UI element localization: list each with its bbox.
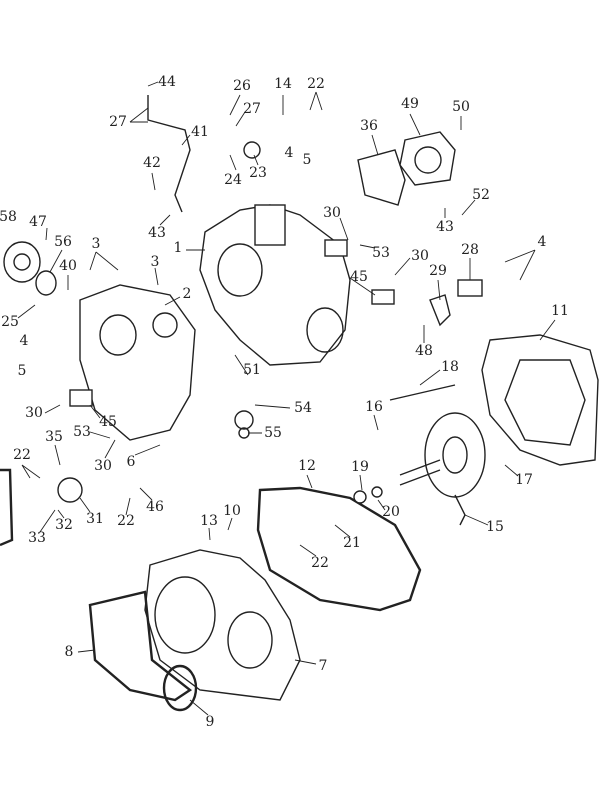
callout-label: 8 xyxy=(65,644,74,660)
callout-label: 7 xyxy=(319,658,328,674)
callout-label: 19 xyxy=(351,459,369,475)
callout-label: 55 xyxy=(264,425,282,441)
plug-part xyxy=(234,410,254,430)
callout-label: 30 xyxy=(94,458,112,474)
o-ring-part xyxy=(35,270,57,296)
callout-label: 3 xyxy=(92,236,101,252)
callout-label: 20 xyxy=(382,504,400,520)
cover-plate-part xyxy=(399,131,456,186)
callout-label: 24 xyxy=(224,172,242,188)
callout-label: 40 xyxy=(59,258,77,274)
callout-label: 15 xyxy=(486,519,504,535)
callout-label: 11 xyxy=(551,303,569,319)
callout-label: 22 xyxy=(117,513,135,529)
callout-label: 43 xyxy=(436,219,454,235)
left-crankcase-part xyxy=(79,284,196,441)
callout-label: 51 xyxy=(243,362,261,378)
callout-label: 36 xyxy=(360,118,378,134)
cover-gasket-part xyxy=(256,486,422,612)
callout-label: 4 xyxy=(538,234,547,250)
callout-label: 35 xyxy=(45,429,63,445)
callout-label: 4 xyxy=(285,145,294,161)
callout-label: 10 xyxy=(223,503,241,519)
callout-label: 5 xyxy=(303,152,312,168)
callout-label: 33 xyxy=(28,530,46,546)
callout-label: 25 xyxy=(1,314,19,330)
callout-label: 43 xyxy=(148,225,166,241)
callout-label: 58 xyxy=(0,209,17,225)
callout-label: 14 xyxy=(274,76,292,92)
callout-label: 17 xyxy=(515,472,533,488)
callout-labels: 44 27 41 26 27 14 22 24 23 42 43 4 5 36 … xyxy=(0,74,569,730)
callout-label: 30 xyxy=(411,248,429,264)
callout-label: 52 xyxy=(472,187,490,203)
callout-label: 21 xyxy=(343,535,361,551)
part-shapes xyxy=(0,95,599,712)
callout-label: 9 xyxy=(206,714,215,730)
callout-label: 31 xyxy=(86,511,104,527)
bracket-part xyxy=(457,279,483,297)
callout-label: 26 xyxy=(233,78,251,94)
callout-label: 2 xyxy=(183,286,192,302)
callout-label: 44 xyxy=(158,74,176,90)
callout-label: 30 xyxy=(323,205,341,221)
callout-label: 42 xyxy=(143,155,161,171)
gasket-part xyxy=(357,149,406,206)
seal-ring-part xyxy=(162,664,198,712)
callout-label: 53 xyxy=(73,424,91,440)
callout-label: 53 xyxy=(372,245,390,261)
callout-label: 22 xyxy=(13,447,31,463)
callout-label: 54 xyxy=(294,400,312,416)
callout-label: 28 xyxy=(461,242,479,258)
callout-label: 45 xyxy=(99,414,117,430)
side-cover-part xyxy=(481,334,599,466)
leader-lines xyxy=(17,81,556,716)
callout-label: 5 xyxy=(18,363,27,379)
callout-label: 49 xyxy=(401,96,419,112)
callout-label: 41 xyxy=(191,124,209,140)
callout-label: 23 xyxy=(249,165,267,181)
callout-label: 46 xyxy=(146,499,164,515)
flywheel-part xyxy=(424,412,486,498)
callout-label: 50 xyxy=(452,99,470,115)
callout-label: 16 xyxy=(365,399,383,415)
callout-label: 56 xyxy=(54,234,72,250)
callout-label: 29 xyxy=(429,263,447,279)
callout-label: 22 xyxy=(311,555,329,571)
callout-label: 22 xyxy=(307,76,325,92)
callout-label: 27 xyxy=(243,101,261,117)
front-cover-part xyxy=(144,549,301,701)
callout-label: 47 xyxy=(29,214,47,230)
callout-label: 3 xyxy=(151,254,160,270)
callout-label: 30 xyxy=(25,405,43,421)
oil-filter-part xyxy=(3,241,41,283)
oil-pump-part xyxy=(57,477,83,503)
callout-label: 18 xyxy=(441,359,459,375)
callout-label: 12 xyxy=(298,458,316,474)
callout-label: 27 xyxy=(109,114,127,130)
callout-label: 45 xyxy=(350,269,368,285)
callout-label: 32 xyxy=(55,517,73,533)
callout-label: 4 xyxy=(20,333,29,349)
callout-label: 13 xyxy=(200,513,218,529)
callout-label: 6 xyxy=(127,454,136,470)
front-gasket-part xyxy=(88,590,193,702)
callout-label: 1 xyxy=(174,240,183,256)
oil-pipe-part xyxy=(147,95,191,213)
callout-label: 48 xyxy=(415,343,433,359)
